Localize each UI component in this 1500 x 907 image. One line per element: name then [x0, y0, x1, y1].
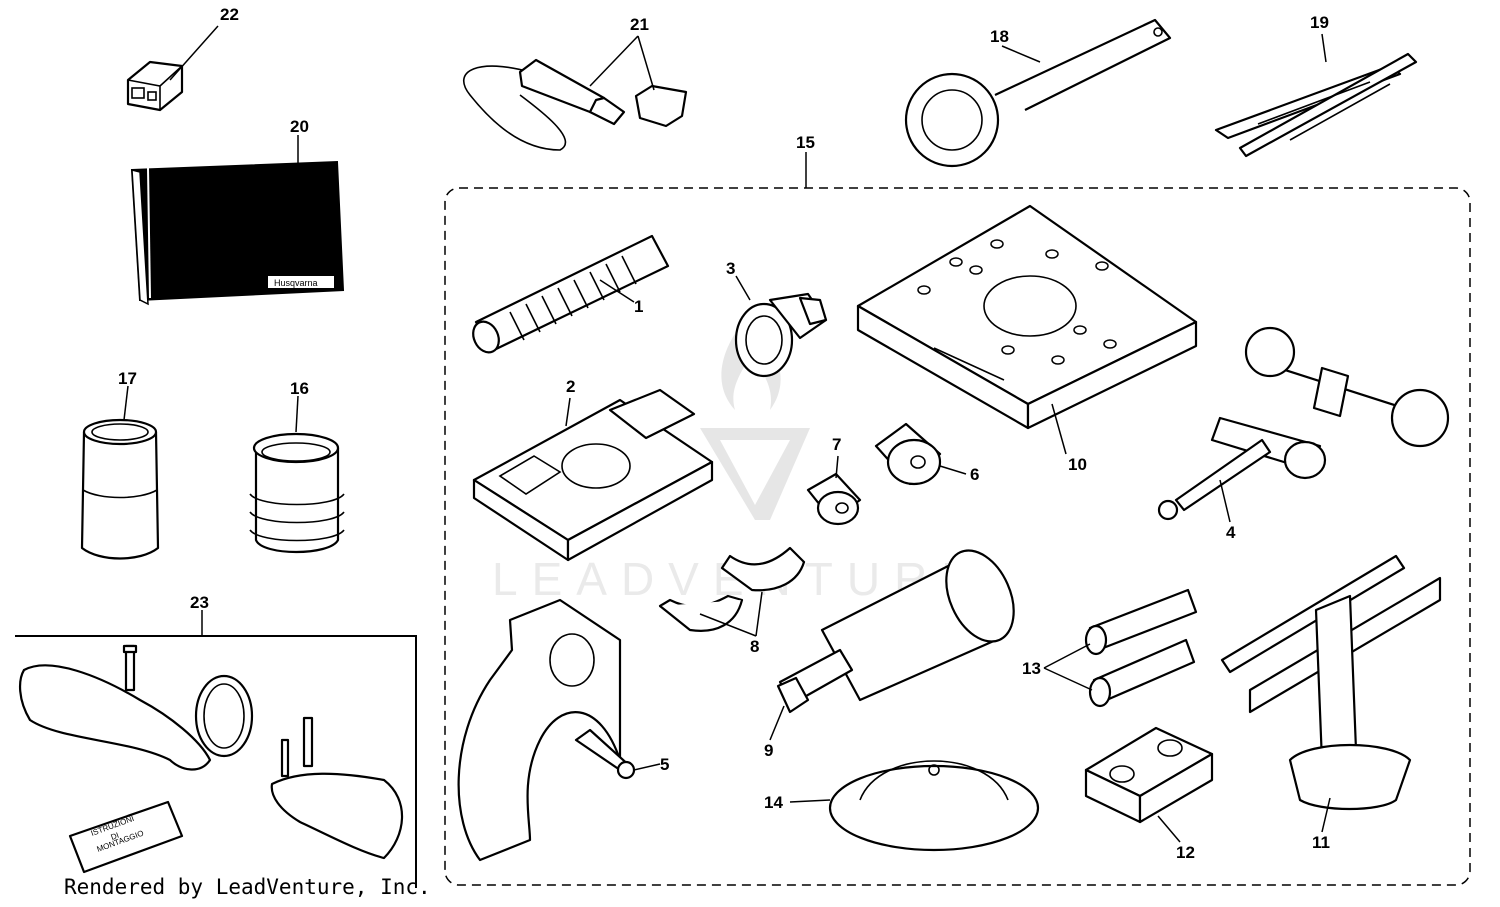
callout-14: 14 [764, 793, 783, 812]
callout-2: 2 [566, 377, 575, 396]
part-18-wrench [904, 18, 1172, 168]
group-15-frame [444, 187, 1471, 886]
booklet-line-2: DI [110, 831, 121, 842]
callout-9: 9 [764, 741, 773, 760]
part-19-plates [1214, 52, 1418, 158]
kit-23-frame [15, 635, 417, 888]
part-20-manual: Husqvarna [130, 160, 345, 306]
part-5-fork-tool [457, 598, 636, 862]
part-12-block [1084, 726, 1214, 824]
part-6-bushing [874, 422, 942, 486]
part-22-connector [126, 60, 184, 112]
callout-19: 19 [1310, 13, 1329, 32]
callout-1: 1 [634, 297, 643, 316]
part-13-sleeves [1084, 588, 1198, 708]
part-4-puller [1157, 326, 1450, 521]
callout-13: 13 [1022, 659, 1041, 678]
callout-8: 8 [750, 637, 759, 656]
callout-21: 21 [630, 15, 649, 34]
part-9-press [776, 549, 1015, 714]
callout-5: 5 [660, 755, 669, 774]
part-7-bushing [806, 472, 862, 526]
footer-credit: Rendered by LeadVenture, Inc. [64, 875, 431, 899]
part-14-disc [828, 760, 1040, 852]
callout-12: 12 [1176, 843, 1195, 862]
callout-7: 7 [832, 435, 841, 454]
part-11-stand [1220, 554, 1442, 811]
callout-23: 23 [190, 593, 209, 612]
part-10-square-plate [856, 204, 1198, 430]
leader-lines [123, 25, 1331, 843]
part-23-handguard-kit: ISTRUZIONI DI MONTAGGIO [18, 644, 404, 874]
callout-22: 22 [220, 5, 239, 24]
part-2-slotted-block [472, 388, 714, 562]
callout-15: 15 [796, 133, 815, 152]
part-3-socket-tool [734, 292, 828, 378]
callout-4: 4 [1226, 523, 1236, 542]
callout-16: 16 [290, 379, 309, 398]
part-21-usb-key [463, 58, 688, 151]
part-1-threaded-shaft [472, 234, 670, 354]
callout-17: 17 [118, 369, 137, 388]
callout-11: 11 [1312, 833, 1330, 852]
callout-20: 20 [290, 117, 309, 136]
manual-brand: Husqvarna [274, 278, 318, 288]
callout-3: 3 [726, 259, 735, 278]
callout-6: 6 [970, 465, 979, 484]
callout-labels: 1 2 3 4 5 6 7 8 9 10 11 12 13 14 15 16 1… [118, 5, 1330, 862]
callout-18: 18 [990, 27, 1009, 46]
part-17-sleeve [80, 418, 160, 560]
callout-10: 10 [1068, 455, 1087, 474]
part-16-threaded-sleeve [249, 432, 345, 554]
